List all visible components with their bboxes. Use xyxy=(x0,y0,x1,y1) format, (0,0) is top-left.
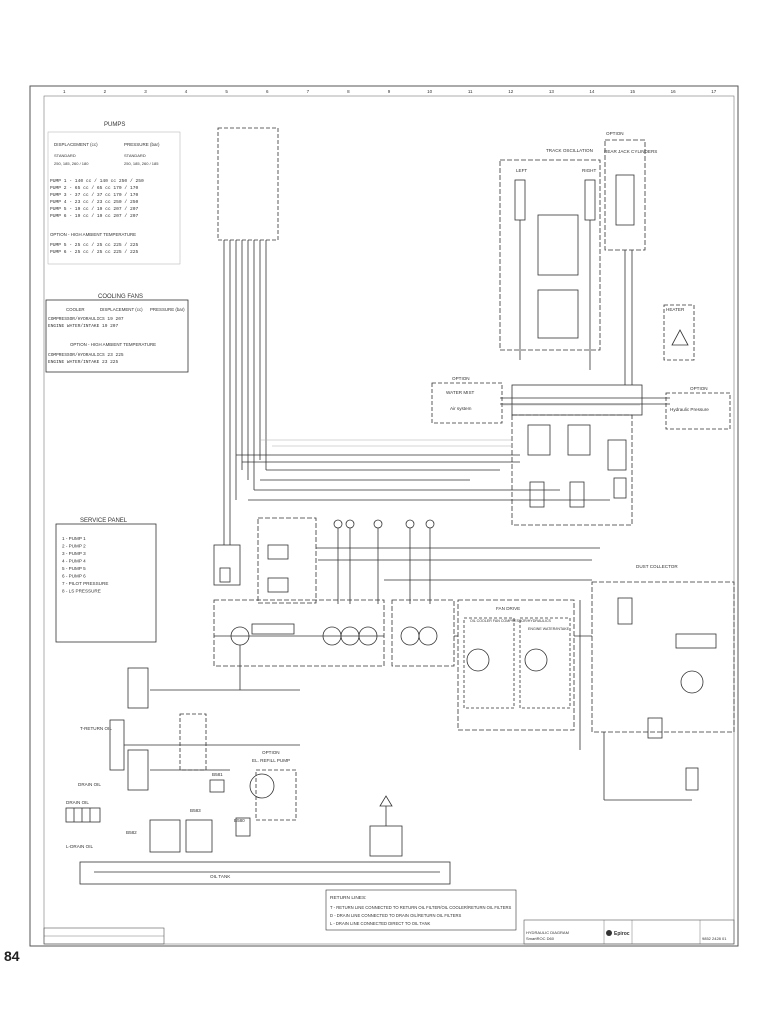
doc-number: 9852 2428 01 xyxy=(702,936,727,941)
l-drain-label: L-DRAIN OIL xyxy=(66,844,94,849)
column-number: 1 xyxy=(63,89,66,94)
cooling-head3: PRESSURE (bar) xyxy=(150,307,185,312)
option-label: OPTION xyxy=(690,386,708,391)
cooling-row: ENGINE WATER/INTAKE 19 207 xyxy=(48,323,119,329)
pumps-head2: PRESSURE (bar) xyxy=(124,142,160,147)
service-item: 1 - PUMP 1 xyxy=(62,536,86,541)
pumps-table: PUMPS DISPLACEMENT (cc) PRESSURE (bar) S… xyxy=(47,122,181,265)
cooling-head2: DISPLACEMENT (cc) xyxy=(100,307,143,312)
b583-label: B583 xyxy=(190,808,201,813)
column-number: 12 xyxy=(508,89,514,94)
return-lines-title: RETURN LINES: xyxy=(330,895,367,901)
machine-name: SmartROC D60 xyxy=(526,936,555,941)
cooling-head1: COOLER xyxy=(66,307,85,312)
pump-row: PUMP 2 - 65 cc / 65 cc 170 / 170 xyxy=(50,185,138,191)
pumps-head1: DISPLACEMENT (cc) xyxy=(54,142,98,147)
cooling-option-row: COMPRESSOR/HYDRAULICS 23 225 xyxy=(48,352,124,358)
column-number: 16 xyxy=(671,89,677,94)
drain-oil-label-2: DRAIN OIL xyxy=(66,800,89,805)
brand-name: Epiroc xyxy=(614,931,630,937)
oil-cooler-a-label: OIL COOLER FAN COMPRESSOR/HYDRAULICS xyxy=(470,619,552,623)
column-number: 9 xyxy=(388,89,391,94)
b582-label: B582 xyxy=(126,830,137,835)
pumps-title: PUMPS xyxy=(104,122,125,128)
pump-option-row: PUMP 6 - 25 cc / 25 cc 225 / 225 xyxy=(50,249,138,255)
left-label: LEFT xyxy=(516,168,527,173)
return-line-3: L - DRAIN LINE CONNECTED DIRECT TO OIL T… xyxy=(330,921,430,926)
column-number: 14 xyxy=(589,89,595,94)
return-line-1: T - RETURN LINE CONNECTED TO RETURN OIL … xyxy=(330,905,512,910)
epiroc-logo-icon xyxy=(606,930,612,936)
drain-oil-label: DRAIN OIL xyxy=(78,782,101,787)
pumps-std2v: 250, 185, 260 / 185 xyxy=(124,161,159,166)
option-el-label: OPTION xyxy=(262,750,280,755)
drawing-title: HYDRAULIC DIAGRAM xyxy=(526,930,569,935)
pumps-std2: STANDARD xyxy=(124,153,146,158)
cooling-option: OPTION - HIGH AMBIENT TEMPERATURE xyxy=(70,342,156,347)
oil-tank-label: OIL TANK xyxy=(210,874,231,879)
outer-frame xyxy=(29,85,739,947)
air-system-label: Air system xyxy=(450,406,472,411)
service-item: 6 - PUMP 6 xyxy=(62,574,86,579)
schematic-labels: TRACK OSCILLATION LEFT RIGHT OPTION REAR… xyxy=(66,131,709,879)
pump-row: PUMP 5 - 19 cc / 19 cc 207 / 207 xyxy=(50,206,138,212)
b580-label: B580 xyxy=(234,818,245,823)
schematic-lines xyxy=(65,127,735,885)
service-item: 2 - PUMP 2 xyxy=(62,544,86,549)
pump-row: PUMP 1 - 140 cc / 140 cc 250 / 250 xyxy=(50,178,144,184)
service-item: 3 - PUMP 3 xyxy=(62,551,86,556)
title-block: HYDRAULIC DIAGRAM SmartROC D60 Epiroc 98… xyxy=(43,919,735,945)
inner-frame xyxy=(43,95,735,945)
column-number: 17 xyxy=(711,89,717,94)
return-line-2: D - DRAIN LINE CONNECTED TO DRAIN OIL/RE… xyxy=(330,913,462,918)
heater-label: HEATER xyxy=(666,307,685,312)
service-title: SERVICE PANEL xyxy=(80,518,128,524)
column-number: 11 xyxy=(468,89,473,94)
pump-option-row: PUMP 5 - 25 cc / 25 cc 225 / 225 xyxy=(50,242,138,248)
service-panel: SERVICE PANEL 1 - PUMP 1 2 - PUMP 2 3 - PU… xyxy=(55,518,157,643)
cooling-title: COOLING FANS xyxy=(98,294,143,300)
column-number: 15 xyxy=(630,89,636,94)
pumps-option: OPTION - HIGH AMBIENT TEMPERATURE xyxy=(50,232,136,237)
column-number: 13 xyxy=(549,89,555,94)
el-refill-label: EL. REFILL PUMP xyxy=(252,758,290,763)
cooling-row: COMPRESSOR/HYDRAULICS 19 207 xyxy=(48,316,124,322)
right-label: RIGHT xyxy=(582,168,596,173)
cooling-table: COOLING FANS COOLER DISPLACEMENT (cc) PR… xyxy=(45,294,189,373)
oil-cooler-b-label: ENGINE WATER/INTAKE xyxy=(528,627,570,631)
page-number: 84 xyxy=(4,948,20,964)
pilot-lines xyxy=(260,404,640,447)
dust-collector-label: DUST COLLECTOR xyxy=(636,564,678,569)
column-number: 6 xyxy=(266,89,269,94)
service-item: 4 - PUMP 4 xyxy=(62,559,86,564)
water-mist-label: WATER MIST xyxy=(446,390,475,395)
column-number: 3 xyxy=(144,89,147,94)
column-number: 7 xyxy=(307,89,310,94)
service-item: 8 - LS PRESSURE xyxy=(62,589,101,594)
service-item: 7 - PILOT PRESSURE xyxy=(62,581,108,586)
return-lines-note: RETURN LINES: T - RETURN LINE CONNECTED … xyxy=(325,889,517,931)
column-number: 8 xyxy=(347,89,350,94)
fan-drive-label: FAN DRIVE xyxy=(496,606,520,611)
pumps-std1: STANDARD xyxy=(54,153,76,158)
track-oscillation-label: TRACK OSCILLATION xyxy=(546,148,593,153)
column-number: 2 xyxy=(104,89,107,94)
option-label: OPTION xyxy=(452,376,470,381)
column-number: 10 xyxy=(427,89,433,94)
pump-row: PUMP 4 - 23 cc / 23 cc 250 / 250 xyxy=(50,199,138,205)
cooling-option-row: ENGINE WATER/INTAKE 23 225 xyxy=(48,359,119,365)
column-number: 4 xyxy=(185,89,188,94)
pump-row: PUMP 6 - 19 cc / 19 cc 207 / 207 xyxy=(50,213,138,219)
option-label: OPTION xyxy=(606,131,624,136)
hydraulic-label: Hydraulic Pressure xyxy=(670,407,709,412)
pump-row: PUMP 3 - 37 cc / 37 cc 170 / 170 xyxy=(50,192,138,198)
b581-label: B581 xyxy=(212,772,223,777)
pumps-std1v: 250, 185, 260 / 180 xyxy=(54,161,89,166)
column-number: 5 xyxy=(225,89,228,94)
return-oil-label: T-RETURN OIL xyxy=(80,726,112,731)
service-item: 5 - PUMP 5 xyxy=(62,566,86,571)
rear-jack-label: REAR JACK CYLINDERS xyxy=(604,149,657,154)
